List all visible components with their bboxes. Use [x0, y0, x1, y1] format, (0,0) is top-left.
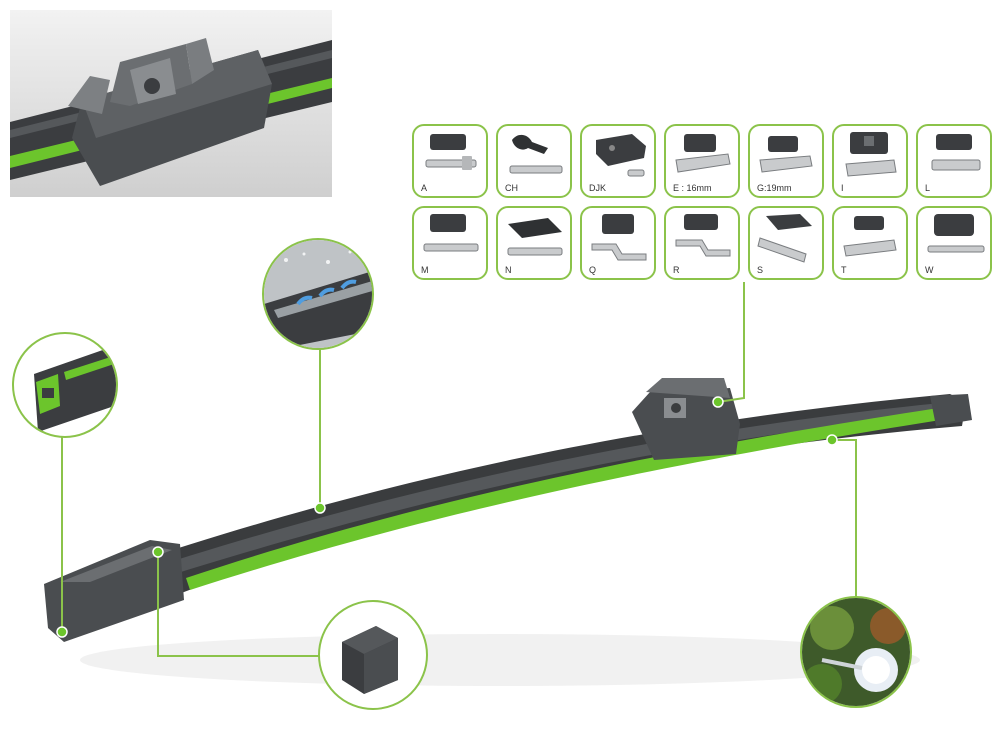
rubber-profile-icon [34, 345, 116, 432]
adapter-tile: CH [496, 124, 572, 198]
adapter-icon [425, 134, 477, 170]
leader-lines [61, 282, 857, 657]
adapter-icon [675, 134, 731, 173]
adapter-code: N [505, 265, 512, 275]
coated-rubber-icon [802, 598, 910, 706]
adapter-icon [845, 132, 897, 177]
adapter-icon [675, 214, 731, 257]
adapter-icon [509, 134, 563, 174]
adapter-tile: W [916, 206, 992, 280]
adapter-code: DJK [589, 183, 607, 193]
adapter-icon [423, 214, 479, 252]
adapter-tile: L [916, 124, 992, 198]
adapter-tile: S [748, 206, 824, 280]
adapter-tile: G:19mm [748, 124, 824, 198]
adapter-icon [591, 214, 647, 261]
adapter-icon [931, 134, 981, 171]
rubber-profile-callout [12, 332, 118, 438]
adapter-code: Q [589, 265, 597, 275]
adapter-tile: E : 16mm [664, 124, 740, 198]
end-cap [44, 540, 184, 642]
adapter-tile: Q [580, 206, 656, 280]
adapter-code: L [925, 183, 931, 193]
adapter-tile: DJK [580, 124, 656, 198]
adapter-code: M [421, 265, 429, 275]
adapter-code: W [925, 265, 934, 275]
adapter-icon [507, 218, 563, 256]
adapter-tile: I [832, 124, 908, 198]
adapter-code: A [421, 183, 428, 193]
adapter-code: T [841, 265, 847, 275]
adapter-code: S [757, 265, 764, 275]
adapter-chart: A CH DJK E : 16mm [412, 124, 992, 284]
adapter-tile: M [412, 206, 488, 280]
adapter-icon [757, 214, 812, 263]
adapter-code: CH [505, 183, 518, 193]
adapter-code: I [841, 183, 844, 193]
adapter-code: E : 16mm [673, 183, 712, 193]
end-cap-callout [318, 600, 428, 710]
adapter-icon [843, 216, 897, 257]
adapter-tile: R [664, 206, 740, 280]
adapter-code: G:19mm [757, 183, 792, 193]
adapter-tile: A [412, 124, 488, 198]
coated-rubber-callout [800, 596, 912, 708]
adapter-icon [927, 214, 985, 253]
adapter-icon [759, 136, 813, 173]
callout-dots [56, 396, 838, 638]
connector-closeup-graphic [10, 38, 332, 186]
adapter-tile: T [832, 206, 908, 280]
water-flow-icon [264, 240, 372, 348]
green-coating-stripe [186, 406, 954, 590]
center-connector [632, 388, 740, 460]
adapter-icon [596, 134, 646, 177]
adapter-code: R [673, 265, 680, 275]
connector-closeup-photo [10, 10, 332, 197]
adapter-tile: N [496, 206, 572, 280]
end-cap-icon [342, 626, 398, 694]
aero-spoiler-callout [262, 238, 374, 350]
